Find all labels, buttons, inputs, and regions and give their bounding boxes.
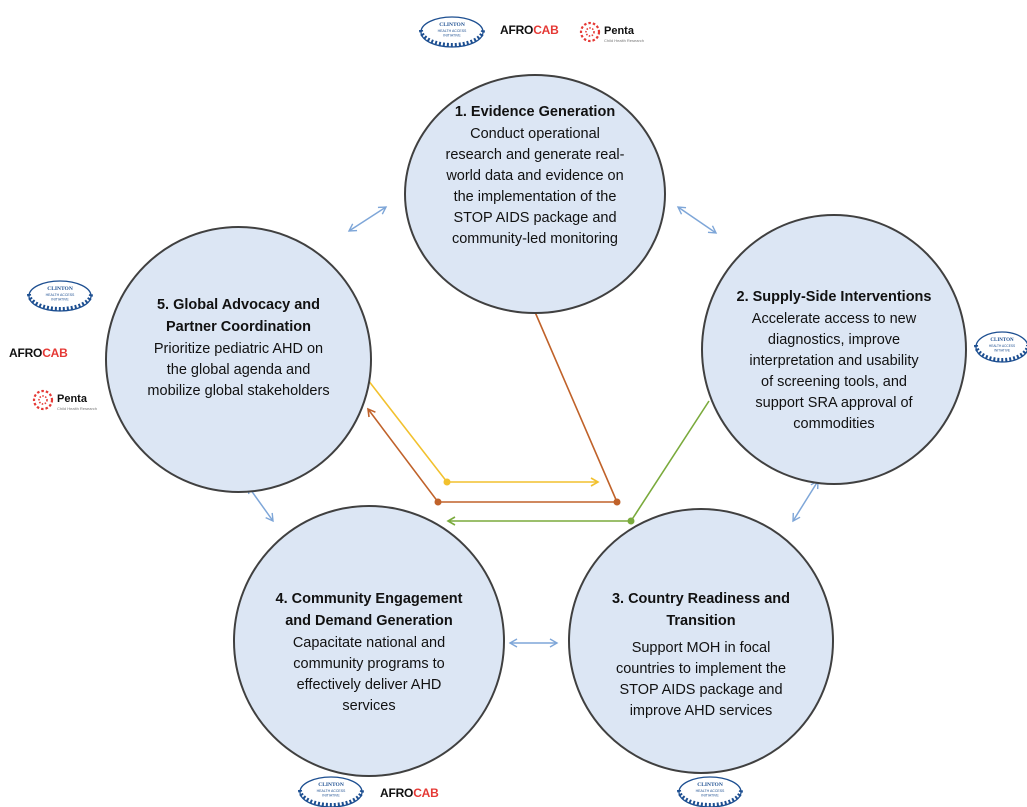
orange-node-dot: [613, 498, 621, 506]
svg-text:HEALTH ACCESS: HEALTH ACCESS: [46, 293, 75, 297]
clinton-line2: HEALTH ACCESS: [438, 29, 467, 33]
node-title: 1. Evidence Generation: [454, 104, 616, 120]
svg-text:HEALTH ACCESS: HEALTH ACCESS: [696, 789, 725, 793]
svg-text:CLINTON: CLINTON: [697, 782, 723, 788]
yellow-node-dot: [443, 478, 451, 486]
green-node-dot: [627, 517, 635, 525]
node-supply-side-interventions: 2. Supply-Side Interventions Accelerate …: [701, 214, 967, 485]
svg-text:INITIATIVE: INITIATIVE: [994, 349, 1010, 353]
clinton-line1: CLINTON: [439, 22, 465, 28]
svg-text:CLINTON: CLINTON: [990, 338, 1014, 343]
svg-text:INITIATIVE: INITIATIVE: [51, 298, 69, 302]
clinton-logo-icon: CLINTON HEALTH ACCESS INITIATIVE: [298, 776, 364, 807]
clinton-logo-icon: CLINTON HEALTH ACCESS INITIATIVE: [677, 776, 743, 807]
penta-logo-icon: [579, 21, 601, 43]
node-evidence-generation: 1. Evidence Generation Conduct operation…: [404, 74, 666, 314]
clinton-logo-icon: CLINTON HEALTH ACCESS INITIATIVE: [419, 16, 485, 48]
svg-text:HEALTH ACCESS: HEALTH ACCESS: [317, 789, 346, 793]
svg-text:CLINTON: CLINTON: [47, 286, 73, 292]
orange-node-dot: [434, 498, 442, 506]
node-title: 2. Supply-Side Interventions: [736, 289, 932, 305]
double-arrow-icon: [676, 206, 718, 234]
afrocab-logo: AFROCAB: [500, 23, 559, 37]
clinton-logo-icon: CLINTON HEALTH ACCESS INITIATIVE: [974, 331, 1027, 363]
svg-text:INITIATIVE: INITIATIVE: [701, 794, 719, 798]
svg-text:CLINTON: CLINTON: [318, 782, 344, 788]
penta-logo-icon: [32, 389, 54, 411]
svg-text:HEALTH ACCESS: HEALTH ACCESS: [989, 344, 1015, 348]
afrocab-logo: AFROCAB: [380, 786, 439, 800]
double-arrow-icon: [792, 479, 819, 523]
svg-text:INITIATIVE: INITIATIVE: [322, 794, 340, 798]
yellow-connector: [367, 379, 600, 487]
afrocab-logo: AFROCAB: [9, 346, 68, 360]
double-arrow-icon: [347, 206, 388, 232]
clinton-line3: INITIATIVE: [443, 34, 461, 38]
orange-connector: [367, 311, 619, 503]
clinton-logo-icon: CLINTON HEALTH ACCESS INITIATIVE: [27, 280, 93, 312]
green-connector: [446, 400, 710, 526]
